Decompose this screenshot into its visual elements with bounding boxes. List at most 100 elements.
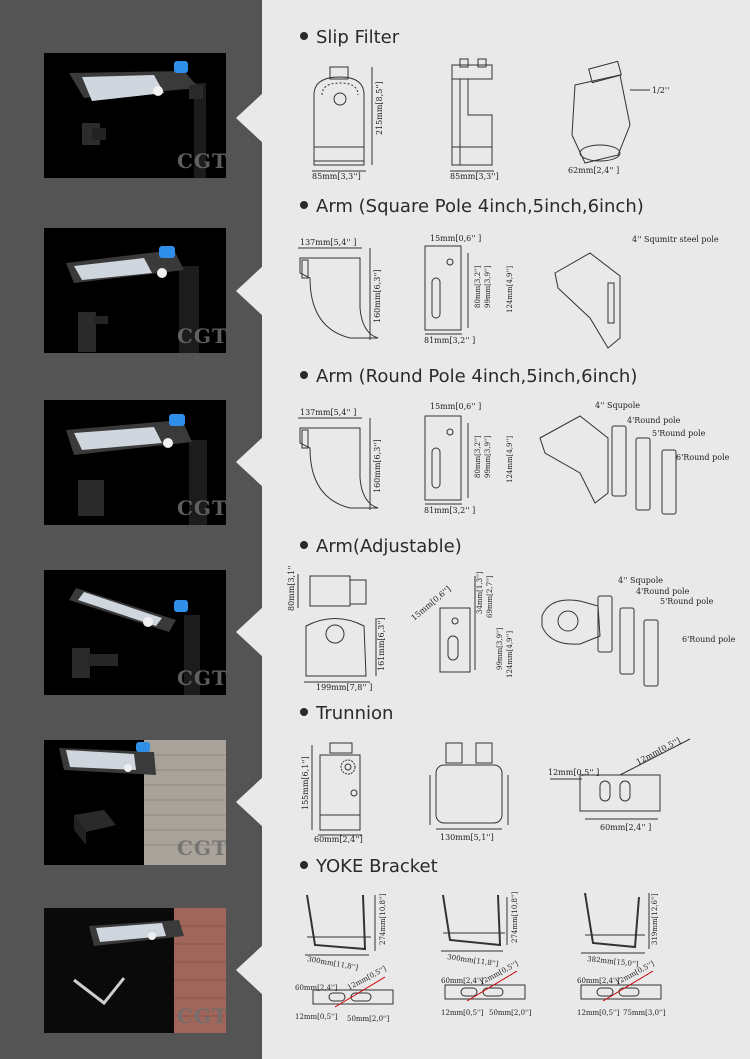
watermark: CGT® xyxy=(177,836,226,860)
dim-label: 4'Round pole xyxy=(636,587,690,596)
watermark: CGT® xyxy=(177,496,226,520)
watermark: CGT® xyxy=(177,1004,226,1028)
pointer-arrow xyxy=(236,265,264,317)
slip-filter-drawings: 85mm[3,3''] 215mm[8,5''] 85mm[3,3''] 1/2… xyxy=(312,58,669,181)
dim-label: 50mm[2,0''] xyxy=(347,1015,390,1023)
dim-label: 81mm[3,2'' ] xyxy=(424,506,475,515)
dim-label: 99mm[3,9''] xyxy=(484,435,492,478)
light-fixture-image xyxy=(69,61,206,178)
dim-label: 382mm[15,0''] xyxy=(587,955,639,968)
photo-yoke-bracket: CGT® xyxy=(44,908,226,1033)
dim-label: 60mm[2,4''] xyxy=(295,984,338,992)
right-panel xyxy=(262,0,750,1059)
dim-label: 62mm[2,4'' ] xyxy=(568,166,619,175)
dim-label: 34mm[1,3''] xyxy=(476,571,484,614)
arm-square-drawings: 137mm[5,4'' ] 160mm[6,3''] 15mm[0,6'' ] … xyxy=(298,234,719,349)
bullet-icon xyxy=(300,201,308,209)
dim-label: 12mm[0,5''] xyxy=(635,736,682,767)
section-title: Arm(Adjustable) xyxy=(300,536,462,557)
dim-label: 69mm[2,7''] xyxy=(486,575,494,618)
photo-arm-round: CGT® xyxy=(44,400,226,525)
section-title: Arm (Round Pole 4inch,5inch,6inch) xyxy=(300,366,637,387)
watermark: CGT® xyxy=(177,324,226,348)
dim-label: 300mm[11,8''] xyxy=(447,953,499,968)
dim-label: 274mm[10,8''] xyxy=(511,891,519,943)
bullet-icon xyxy=(300,371,308,379)
dim-label: 99mm[3,9''] xyxy=(484,265,492,308)
dim-label: 80mm[3,2''] xyxy=(474,265,482,308)
dim-label: 80mm[3,1''] xyxy=(287,566,296,611)
photo-slip-filter: CGT® xyxy=(44,53,226,178)
bullet-icon xyxy=(300,708,308,716)
dim-label: 4'' Squpole xyxy=(595,401,640,410)
dim-label: 85mm[3,3''] xyxy=(450,172,499,181)
section-title: Arm (Square Pole 4inch,5inch,6inch) xyxy=(300,196,644,217)
dim-label: 319mm[12,6''] xyxy=(651,893,659,945)
photo-trunnion: CGT® xyxy=(44,740,226,865)
dim-label: 60mm[2,4''] xyxy=(314,835,363,844)
dim-label: 5'Round pole xyxy=(660,597,714,606)
dim-label: 4'Round pole xyxy=(627,416,681,425)
dim-label: 99mm[3,9''] xyxy=(496,627,504,670)
dim-label: 5'Round pole xyxy=(652,429,706,438)
bullet-icon xyxy=(300,861,308,869)
pointer-arrow xyxy=(236,606,264,658)
dim-label: 1/2'' xyxy=(652,86,669,95)
dim-label: 4'' Squmitr steel pole xyxy=(632,235,719,244)
bullet-icon xyxy=(300,541,308,549)
dim-label: 85mm[3,3''] xyxy=(312,172,361,181)
dim-label: 60mm[2,4'' ] xyxy=(600,823,651,832)
light-fixture-image xyxy=(59,740,226,865)
pointer-arrow xyxy=(236,92,264,144)
dim-label: 124mm[4,9''] xyxy=(506,631,514,678)
dim-label: 137mm[5,4'' ] xyxy=(300,408,356,417)
light-fixture-image xyxy=(69,588,200,695)
yoke-bracket-drawings: 274mm[10,8''] 300mm[11,8''] 274mm[10,8''… xyxy=(295,891,666,1023)
pointer-arrow xyxy=(236,776,264,828)
trunnion-drawings: 155mm[6,1''] 60mm[2,4''] 130mm[5,1''] 12… xyxy=(301,736,691,844)
dim-label: 130mm[5,1''] xyxy=(440,833,494,842)
dim-label: 274mm[10,8''] xyxy=(379,893,387,945)
section-title: Trunnion xyxy=(300,703,393,724)
dim-label: 12mm[0,5''] xyxy=(577,1009,620,1017)
pointer-arrow xyxy=(236,436,264,488)
dim-label: 4'' Squpole xyxy=(618,576,663,585)
dim-label: 215mm[8,5''] xyxy=(375,81,384,135)
dim-label: 124mm[4,9''] xyxy=(506,266,514,313)
light-fixture-image xyxy=(66,246,199,353)
dim-label: 50mm[2,0''] xyxy=(489,1009,532,1017)
dim-label: 60mm[2,4''] xyxy=(441,977,484,985)
section-title: YOKE Bracket xyxy=(300,856,438,877)
dim-label: 12mm[0,5''] xyxy=(441,1009,484,1017)
light-fixture-image xyxy=(66,414,207,525)
dim-label: 15mm[0,6'' ] xyxy=(430,402,481,411)
photo-arm-square: CGT® xyxy=(44,228,226,353)
dim-label: 300mm[11,8''] xyxy=(307,955,359,972)
dim-label: 137mm[5,4'' ] xyxy=(300,238,356,247)
photo-arm-adjustable: CGT® xyxy=(44,570,226,695)
watermark: CGT® xyxy=(177,149,226,173)
dim-label: 6'Round pole xyxy=(682,635,736,644)
dim-label: 124mm[4,9''] xyxy=(506,436,514,483)
dim-label: 60mm[2,4''] xyxy=(577,977,620,985)
dim-label: 15mm[0,6'' ] xyxy=(430,234,481,243)
dim-label: 12mm[0,5''] xyxy=(295,1013,338,1021)
arm-adjustable-drawings: 80mm[3,1''] 161mm[6,3''] 199mm[7,8'' ] 1… xyxy=(287,566,736,692)
section-title: Slip Filter xyxy=(300,27,399,48)
dim-label: 81mm[3,2'' ] xyxy=(424,336,475,345)
dim-label: 199mm[7,8'' ] xyxy=(316,683,372,692)
watermark: CGT® xyxy=(177,666,226,690)
light-fixture-image xyxy=(44,908,226,1033)
dim-label: 155mm[6,1''] xyxy=(301,756,310,810)
dim-label: 15mm[0,6''] xyxy=(410,584,453,622)
dim-label: 160mm[6,3''] xyxy=(373,269,382,323)
bullet-icon xyxy=(300,32,308,40)
dim-label: 6'Round pole xyxy=(676,453,730,462)
dim-label: 80mm[3,2''] xyxy=(474,435,482,478)
dim-label: 161mm[6,3''] xyxy=(377,617,386,671)
dim-label: 12mm[0,5'' ] xyxy=(548,768,599,777)
dim-label: 75mm[3,0''] xyxy=(623,1009,666,1017)
arm-round-drawings: 137mm[5,4'' ] 160mm[6,3''] 15mm[0,6'' ] … xyxy=(298,401,730,515)
dim-label: 160mm[6,3''] xyxy=(373,439,382,493)
pointer-arrow xyxy=(236,944,264,996)
